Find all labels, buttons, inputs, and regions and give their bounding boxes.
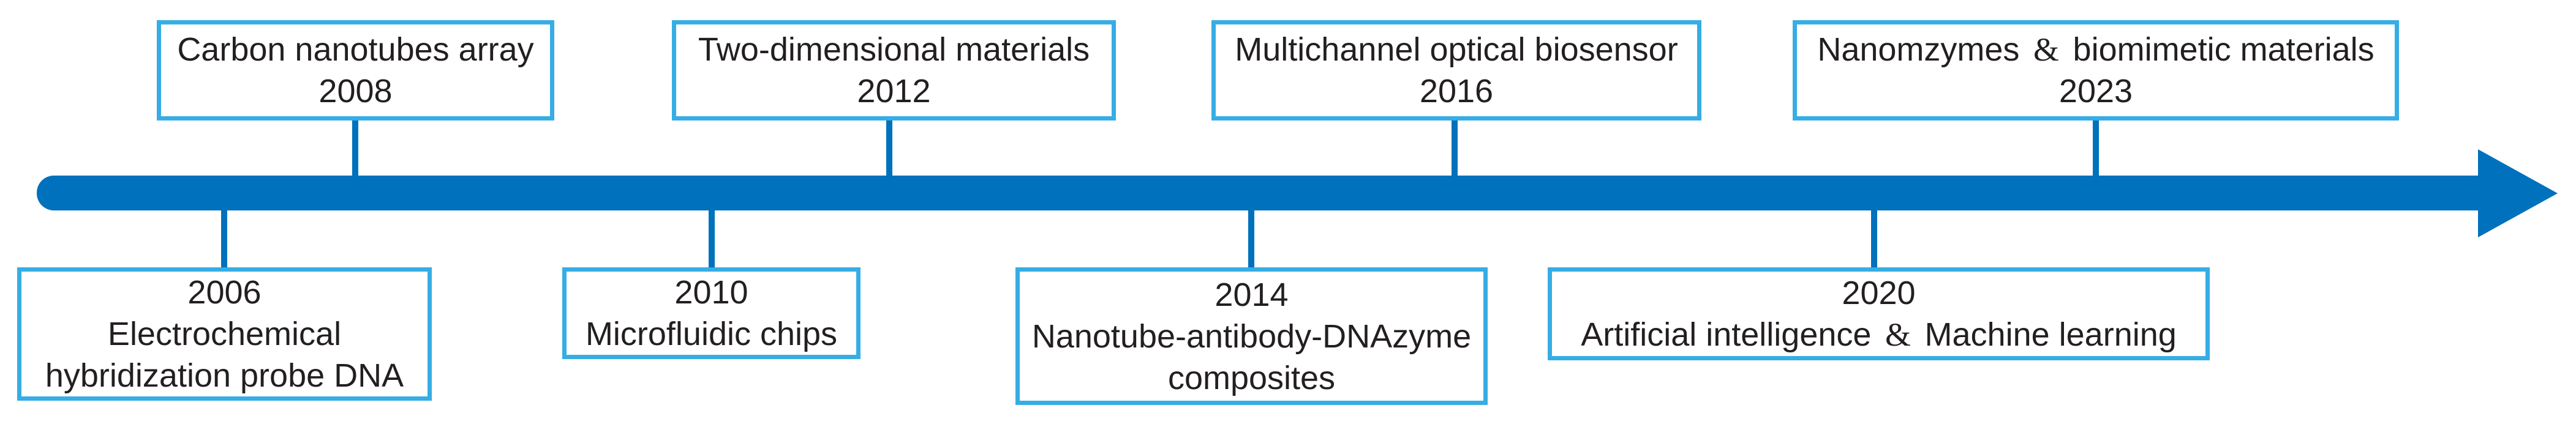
event-label-line: Microfluidic chips (585, 316, 838, 352)
connector-2012 (886, 117, 892, 179)
event-label-line: Nanomzymes & biomimetic materials (1817, 31, 2375, 68)
timeline-box-2023: Nanomzymes & biomimetic materials 2023 (1793, 20, 2399, 121)
event-label-line: 2020 (1842, 275, 1916, 311)
event-label-line: Carbon nanotubes array (177, 31, 534, 68)
event-label-line: 2008 (318, 73, 393, 110)
event-label-line: Two-dimensional materials (698, 31, 1090, 68)
event-label-line: 2010 (674, 274, 748, 311)
timeline-box-2008: Carbon nanotubes array 2008 (157, 20, 554, 121)
ampersand-glyph: & (2033, 31, 2059, 68)
event-label-line: 2012 (857, 73, 931, 110)
connector-2014 (1248, 207, 1254, 270)
event-label-line: 2016 (1419, 73, 1494, 110)
ampersand-glyph: & (1885, 316, 1911, 353)
event-label-line: Electrochemical (107, 316, 342, 352)
connector-2006 (221, 207, 227, 270)
timeline-box-2016: Multichannel optical biosensor 2016 (1211, 20, 1701, 121)
connector-2008 (352, 117, 358, 179)
connector-2020 (1871, 207, 1877, 270)
event-label-line: Artificial intelligence & Machine learni… (1581, 316, 2177, 353)
event-label-line: composites (1167, 359, 1336, 396)
connector-2023 (2093, 117, 2099, 179)
timeline-bar (37, 176, 2480, 210)
event-label-line: Nanotube-antibody-DNAzyme (1031, 317, 1472, 355)
connector-2016 (1452, 117, 1458, 179)
event-label-line: 2006 (187, 274, 262, 311)
timeline-box-2012: Two-dimensional materials 2012 (672, 20, 1116, 121)
connector-2010 (709, 207, 715, 270)
event-label-line: Multichannel optical biosensor (1235, 31, 1678, 68)
event-label-line: 2023 (2058, 73, 2133, 110)
event-label-line: hybridization probe DNA (45, 357, 404, 394)
timeline-arrow-head (2478, 149, 2558, 237)
event-label-line: 2014 (1215, 276, 1289, 313)
